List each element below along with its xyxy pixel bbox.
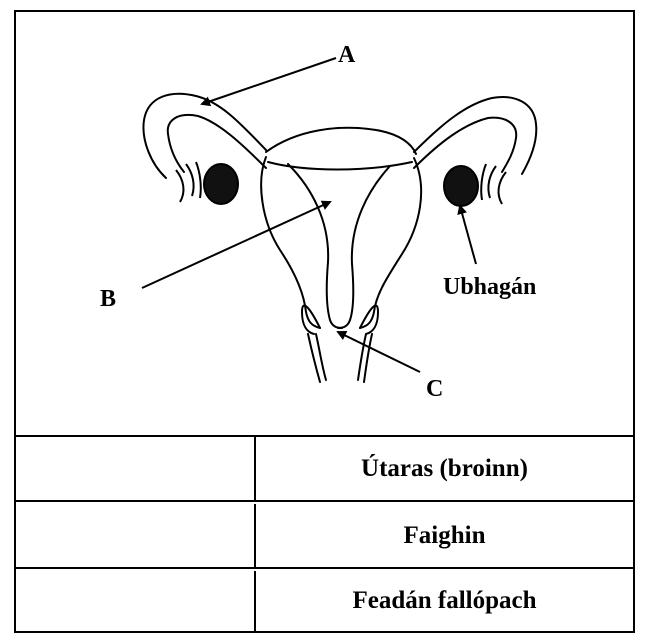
arrow-a (202, 58, 336, 104)
label-a: A (338, 42, 356, 68)
arrow-ovary (460, 206, 476, 264)
arrow-c (338, 332, 420, 372)
left-fallopian-tube (143, 94, 266, 178)
worksheet-table: A B C Ubhagán Útaras (broinn) Faighin Fe… (14, 10, 635, 633)
term-cell: Faighin (256, 504, 633, 567)
uterus-left-wall (261, 157, 320, 328)
label-ovary: Ubhagán (443, 274, 536, 300)
arrow-b (142, 202, 330, 288)
uterus-right-wall (360, 158, 421, 328)
table-row: Útaras (broinn) (16, 437, 633, 502)
answer-cell[interactable] (16, 504, 256, 567)
diagram-cell: A B C Ubhagán (16, 12, 633, 437)
left-ovary (176, 162, 238, 204)
answer-cell[interactable] (16, 437, 256, 500)
right-fallopian-tube (414, 97, 536, 174)
label-b: B (100, 286, 116, 312)
uterus-fundus (266, 128, 416, 154)
uterus-diagram: A B C Ubhagán (16, 12, 633, 437)
cervix (302, 305, 320, 334)
term-cell: Útaras (broinn) (256, 437, 633, 500)
table-row: Feadán fallópach (16, 571, 633, 631)
right-ovary (444, 164, 506, 206)
answer-cell[interactable] (16, 571, 256, 631)
label-c: C (426, 376, 443, 402)
table-row: Faighin (16, 504, 633, 569)
term-cell: Feadán fallópach (256, 571, 633, 631)
